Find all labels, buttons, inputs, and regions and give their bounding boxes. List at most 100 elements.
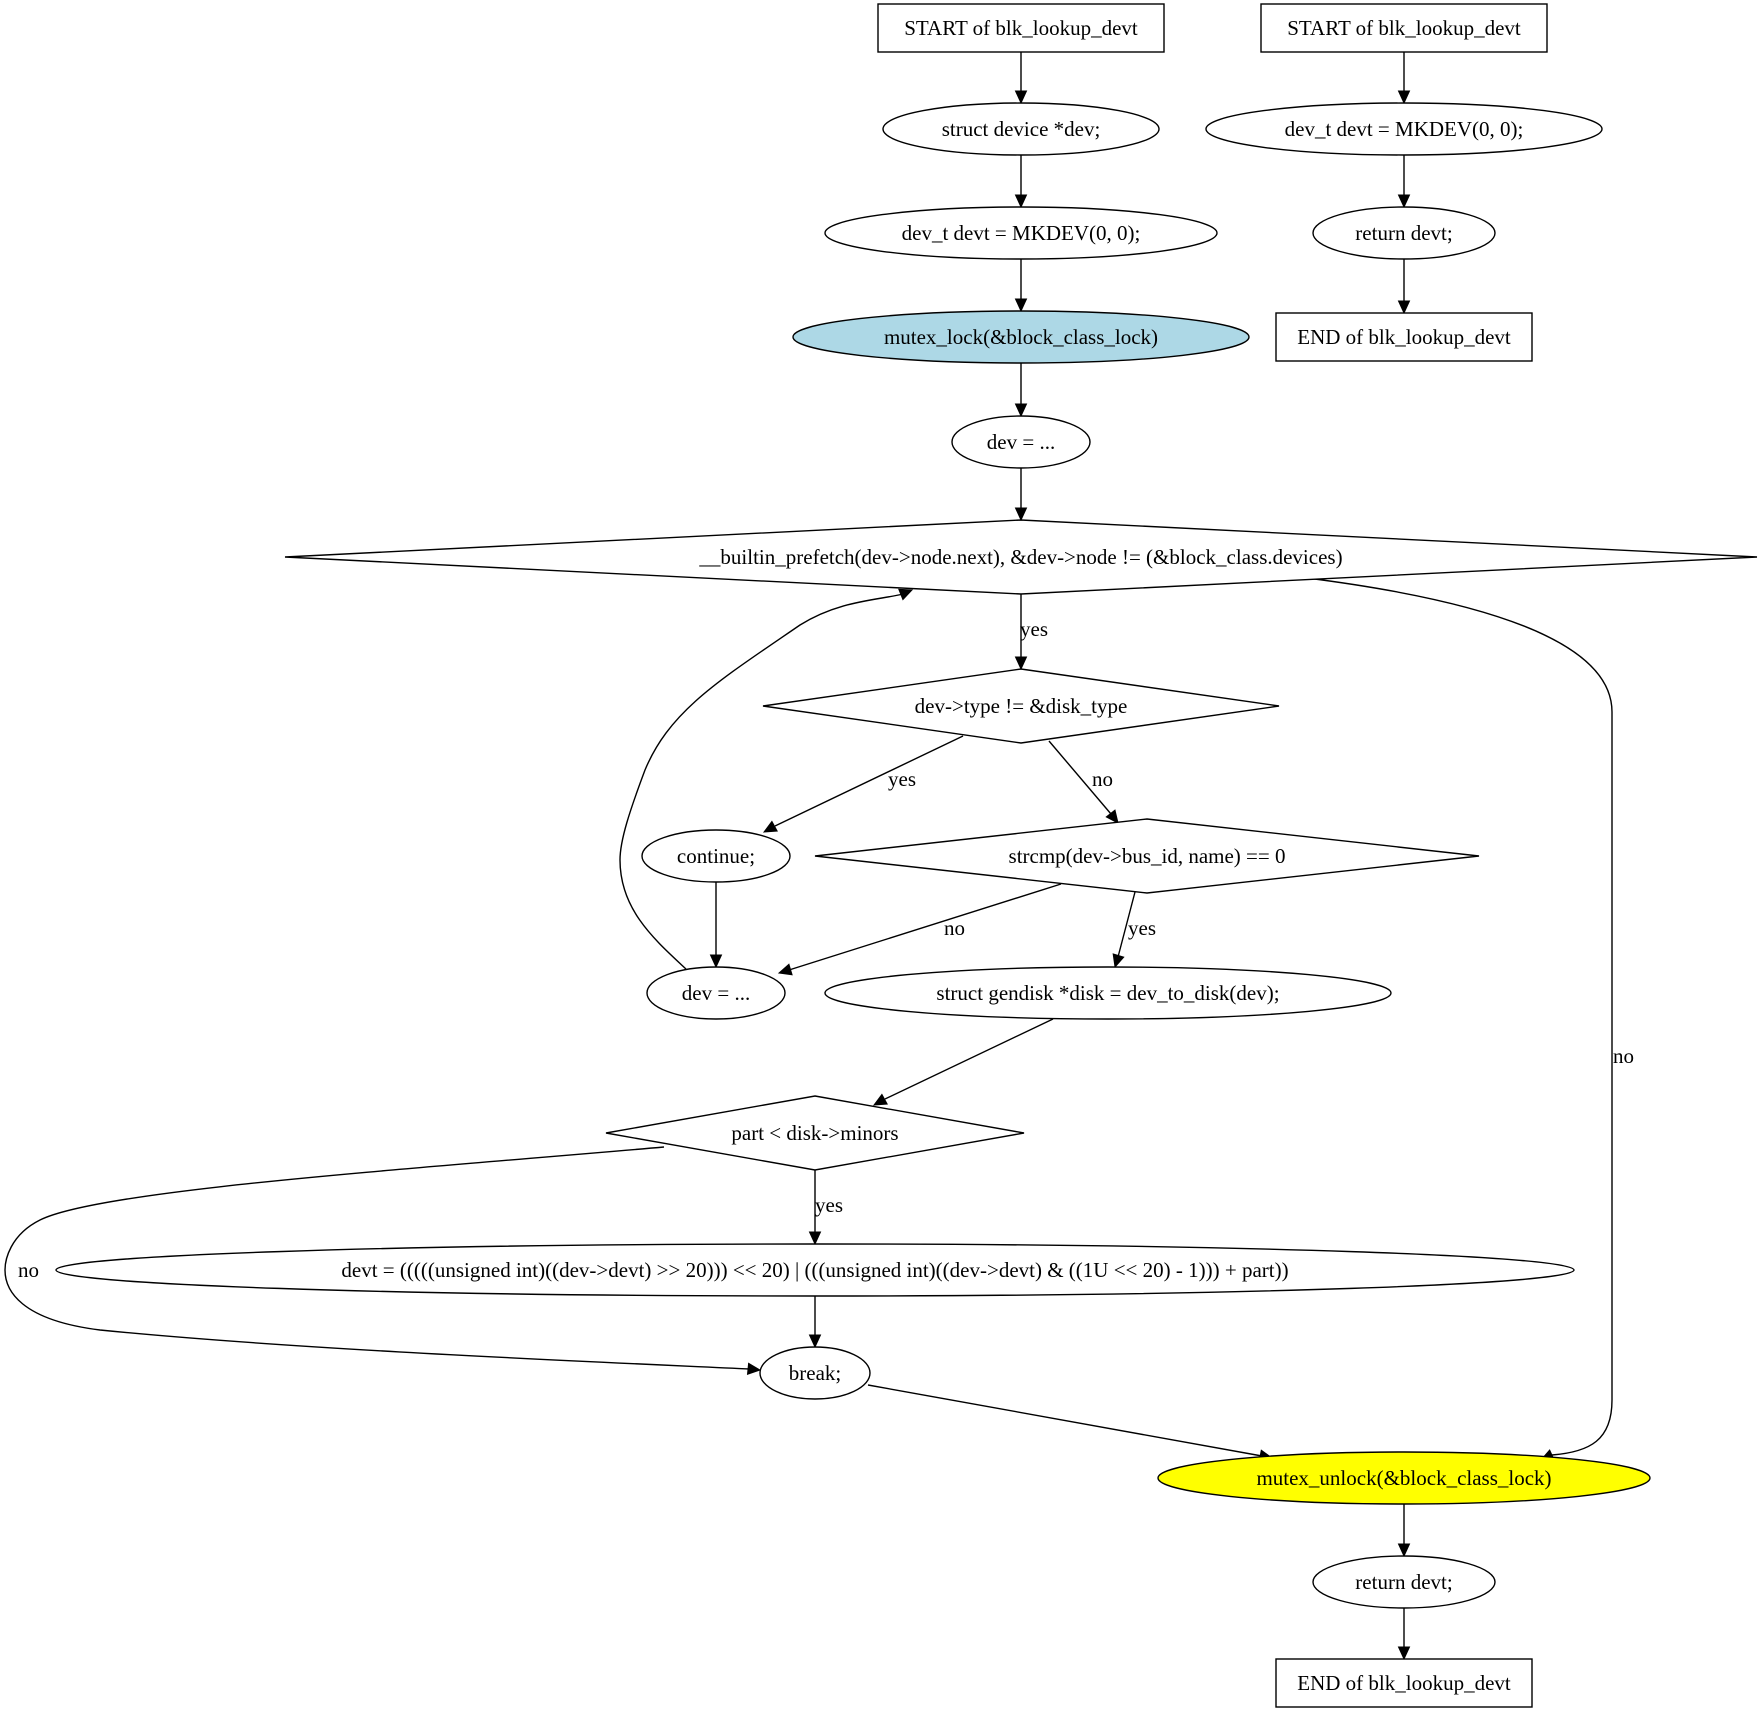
edge-strcmp-to-dev_next: no bbox=[777, 883, 1062, 976]
node-label: struct gendisk *disk = dev_to_disk(dev); bbox=[936, 981, 1279, 1005]
arrowhead bbox=[872, 1093, 888, 1106]
arrowhead bbox=[746, 1362, 762, 1376]
edge-part_check-to-break: no bbox=[4, 1146, 762, 1376]
ellipse-shape bbox=[1157, 1451, 1651, 1505]
arrowhead bbox=[709, 954, 723, 969]
box-shape bbox=[1275, 1658, 1533, 1708]
edge-type_check-to-continue: yes bbox=[762, 735, 964, 833]
node-continue: continue; bbox=[641, 829, 791, 883]
node-start1: START of blk_lookup_devt bbox=[877, 3, 1165, 53]
edge-gendisk-to-part_check bbox=[872, 1018, 1054, 1106]
node-unlock: mutex_unlock(&block_class_lock) bbox=[1157, 1451, 1651, 1505]
node-label: mutex_unlock(&block_class_lock) bbox=[1256, 1466, 1551, 1490]
edge-line bbox=[788, 883, 1062, 971]
edge-line bbox=[4, 1146, 751, 1370]
edge-line bbox=[867, 1384, 1263, 1457]
edge-loop_cond-to-type_check: yes bbox=[1014, 594, 1048, 671]
node-end1: END of blk_lookup_devt bbox=[1275, 1658, 1533, 1708]
node-label: dev_t devt = MKDEV(0, 0); bbox=[1285, 117, 1524, 141]
edge-start2-to-decl_devt2 bbox=[1397, 52, 1411, 105]
ellipse-shape bbox=[1205, 102, 1603, 156]
arrowhead bbox=[1397, 1646, 1411, 1661]
edge-dev_init-to-loop_cond bbox=[1014, 468, 1028, 522]
node-loop-cond: __builtin_prefetch(dev->node.next), &dev… bbox=[284, 519, 1758, 595]
ellipse-shape bbox=[646, 966, 786, 1020]
node-lock: mutex_lock(&block_class_lock) bbox=[792, 310, 1250, 364]
node-label: START of blk_lookup_devt bbox=[1287, 16, 1521, 40]
edge-label-no: no bbox=[1613, 1044, 1634, 1068]
arrowhead bbox=[808, 1231, 822, 1246]
edge-label-yes: yes bbox=[888, 767, 916, 791]
edge-continue-to-dev_next bbox=[709, 882, 723, 969]
ellipse-shape bbox=[951, 415, 1091, 469]
diamond-shape bbox=[605, 1095, 1025, 1171]
node-label: devt = (((((unsigned int)((dev->devt) >>… bbox=[341, 1258, 1288, 1282]
node-dev-init: dev = ... bbox=[951, 415, 1091, 469]
arrowhead bbox=[1397, 90, 1411, 105]
arrowhead bbox=[777, 963, 793, 976]
node-decl-dev: struct device *dev; bbox=[882, 102, 1160, 156]
ellipse-shape bbox=[759, 1346, 871, 1400]
node-devt-assign: devt = (((((unsigned int)((dev->devt) >>… bbox=[55, 1243, 1575, 1297]
node-label: START of blk_lookup_devt bbox=[904, 16, 1138, 40]
edge-label-no: no bbox=[1092, 767, 1113, 791]
box-shape bbox=[1275, 312, 1533, 362]
edge-decl_dev-to-decl_devt bbox=[1014, 155, 1028, 209]
edge-loop_cond-to-unlock: no bbox=[1306, 577, 1634, 1461]
node-label: struct device *dev; bbox=[942, 117, 1101, 141]
edge-devt_assign-to-break bbox=[808, 1296, 822, 1349]
edge-line bbox=[884, 1018, 1054, 1100]
node-part-check: part < disk->minors bbox=[605, 1095, 1025, 1171]
edge-decl_devt2-to-return2 bbox=[1397, 155, 1411, 209]
node-label: __builtin_prefetch(dev->node.next), &dev… bbox=[698, 545, 1342, 569]
box-shape bbox=[877, 3, 1165, 53]
box-shape bbox=[1260, 3, 1548, 53]
node-end2: END of blk_lookup_devt bbox=[1275, 312, 1533, 362]
edge-line bbox=[619, 593, 904, 970]
edge-label-yes: yes bbox=[1020, 617, 1048, 641]
arrowhead bbox=[1397, 194, 1411, 209]
node-label: continue; bbox=[677, 844, 755, 868]
node-label: part < disk->minors bbox=[731, 1121, 898, 1145]
edge-label-yes: yes bbox=[1128, 916, 1156, 940]
arrowhead bbox=[1014, 90, 1028, 105]
node-label: dev->type != &disk_type bbox=[915, 694, 1128, 718]
edge-lock-to-dev_init bbox=[1014, 363, 1028, 418]
edge-label-no: no bbox=[944, 916, 965, 940]
diamond-shape bbox=[814, 818, 1480, 894]
diamond-shape bbox=[762, 668, 1280, 744]
edge-type_check-to-strcmp: no bbox=[1048, 740, 1119, 824]
ellipse-shape bbox=[1312, 206, 1496, 260]
node-decl-devt: dev_t devt = MKDEV(0, 0); bbox=[824, 206, 1218, 260]
arrowhead bbox=[1014, 298, 1028, 313]
arrowhead bbox=[808, 1334, 822, 1349]
arrowhead bbox=[1014, 194, 1028, 209]
edge-line bbox=[1048, 740, 1112, 815]
edge-line bbox=[1306, 577, 1613, 1456]
arrowhead bbox=[1112, 953, 1125, 969]
arrowhead bbox=[1014, 507, 1028, 522]
node-start2: START of blk_lookup_devt bbox=[1260, 3, 1548, 53]
arrowhead bbox=[1014, 403, 1028, 418]
edge-label-yes: yes bbox=[815, 1193, 843, 1217]
ellipse-shape bbox=[824, 966, 1392, 1020]
edge-strcmp-to-gendisk: yes bbox=[1112, 891, 1156, 969]
node-label: dev = ... bbox=[682, 981, 750, 1005]
edge-label-no: no bbox=[18, 1258, 39, 1282]
arrowhead bbox=[1397, 300, 1411, 315]
node-label: dev_t devt = MKDEV(0, 0); bbox=[902, 221, 1141, 245]
ellipse-shape bbox=[882, 102, 1160, 156]
edge-unlock-to-return1 bbox=[1397, 1504, 1411, 1558]
node-label: return devt; bbox=[1355, 1570, 1452, 1594]
node-label: END of blk_lookup_devt bbox=[1297, 325, 1511, 349]
node-break: break; bbox=[759, 1346, 871, 1400]
edge-dev_next-to-loop_cond bbox=[619, 588, 914, 970]
edge-decl_devt-to-lock bbox=[1014, 259, 1028, 313]
node-type-check: dev->type != &disk_type bbox=[762, 668, 1280, 744]
diamond-shape bbox=[284, 519, 1758, 595]
node-return1: return devt; bbox=[1312, 1555, 1496, 1609]
node-decl-devt2: dev_t devt = MKDEV(0, 0); bbox=[1205, 102, 1603, 156]
arrowhead bbox=[898, 588, 914, 601]
